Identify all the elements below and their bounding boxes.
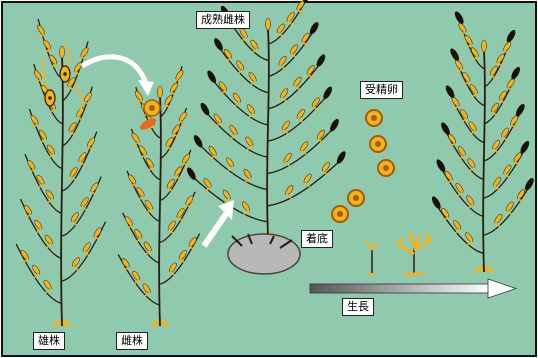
label-mature-female: 成熟雌株 [196,11,250,29]
label-fertilized-egg: 受精卵 [360,81,403,99]
label-attachment: 着底 [301,230,333,248]
label-male-plant: 雄株 [33,332,65,350]
label-growth: 生長 [342,298,374,316]
label-female-plant: 雌株 [116,332,148,350]
rock [228,234,300,274]
growth-arrow-shaft [310,284,490,293]
